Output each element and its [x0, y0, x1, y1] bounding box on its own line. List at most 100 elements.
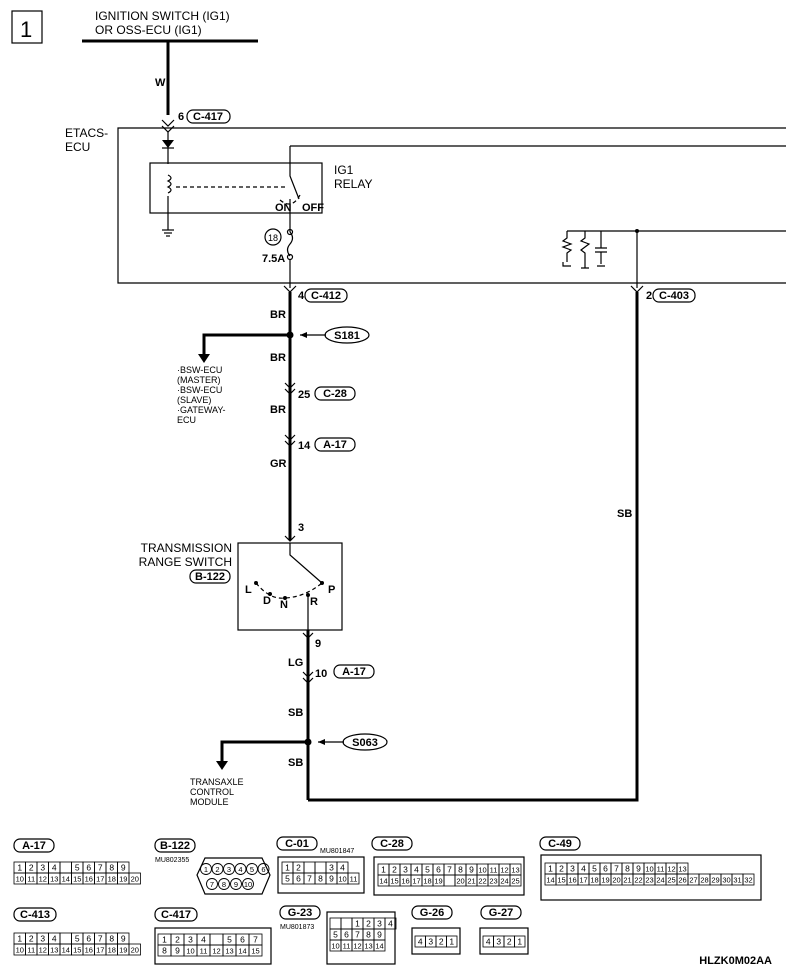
connector-pin-number: 6: [436, 865, 441, 875]
branch-bsw-4: (SLAVE): [177, 395, 211, 405]
conn-a17-bottom-label: A-17: [342, 666, 366, 678]
connector-pin-number: 4: [418, 937, 423, 947]
connector-pin-number: 21: [623, 876, 631, 885]
resistor-icon: [561, 231, 573, 262]
connector-pin-cell: [742, 873, 755, 886]
relay-off: OFF: [302, 202, 324, 214]
connector-pin-number: 20: [131, 946, 139, 955]
connector-pin-number: 18: [423, 877, 431, 886]
etacs-name-line1: ETACS-: [65, 126, 108, 140]
conn-c417-label: C-417: [193, 111, 223, 123]
connector-pin-number: 10: [186, 947, 194, 956]
switch-pos-r: R: [310, 596, 318, 608]
branch-wire-bsw: [202, 333, 290, 356]
connector-pin-number: 20: [456, 877, 464, 886]
connector-pin-number: 7: [98, 863, 103, 873]
connector-pin-number: 12: [39, 875, 47, 884]
connector-pin-number: 9: [175, 946, 180, 956]
pin-25: 25: [298, 389, 310, 401]
connector-pin-number: 28: [700, 876, 708, 885]
connector-pin-number: 5: [75, 934, 80, 944]
connector-pin-number: 3: [40, 863, 45, 873]
conn-a17-top-label: A-17: [323, 439, 347, 451]
connector-pin-number: 3: [188, 935, 193, 945]
branch-bsw-3: ·BSW-ECU: [177, 385, 222, 395]
switch-pos-n: N: [280, 599, 288, 611]
connector-pin-cell: [340, 917, 353, 930]
ref-b122-part: MU802355: [155, 857, 189, 864]
wire-color-sb-1: SB: [288, 707, 303, 719]
connector-pin-number: 6: [86, 934, 91, 944]
switch-pos-d: D: [263, 595, 271, 607]
connector-pin-number: 1: [17, 863, 22, 873]
connector-pin-cell: [59, 932, 72, 945]
connector-pin-number: 3: [227, 865, 231, 874]
ref-g23-label: G-23: [288, 907, 312, 919]
connector-pin-number: 11: [657, 865, 665, 874]
branch-tcm-1: TRANSAXLE: [190, 777, 244, 787]
connector-pin-number: 21: [467, 877, 475, 886]
connector-pin-number: 4: [238, 865, 242, 874]
connector-pin-number: 12: [212, 947, 220, 956]
connector-pin-number: 14: [62, 946, 70, 955]
resistor-icon-2: [579, 231, 591, 268]
ref-g27-label: G-27: [489, 907, 513, 919]
connector-pin-number: 7: [355, 930, 360, 940]
connector-arrow-c417: [161, 119, 175, 127]
connector-pin-number: 8: [109, 863, 114, 873]
connector-pin-circle: [242, 878, 254, 890]
connector-pin-number: 22: [478, 877, 486, 886]
connector-pin-number: 10: [16, 946, 24, 955]
etacs-name-line2: ECU: [65, 140, 90, 154]
diode-icon: [162, 140, 174, 148]
branch-bsw-2: (MASTER): [177, 375, 221, 385]
splice-s063-label: S063: [352, 737, 378, 749]
ig1-relay-box: [149, 162, 323, 214]
connector-pin-number: 7: [210, 880, 214, 889]
connector-pin-number: 9: [469, 865, 474, 875]
connector-pin-cell: [303, 861, 316, 874]
connector-pin-number: 18: [590, 876, 598, 885]
connector-pin-circle: [200, 863, 212, 875]
connector-pin-number: 16: [85, 875, 93, 884]
connector-pin-number: 4: [52, 934, 57, 944]
connector-pin-number: 1: [355, 919, 360, 929]
connector-pin-number: 6: [296, 874, 301, 884]
connector-pin-cell: [514, 935, 526, 948]
connector-pin-number: 14: [62, 875, 70, 884]
connector-arrow-c28: [284, 382, 296, 395]
connector-pin-number: 4: [52, 863, 57, 873]
ref-c49-label: C-49: [548, 838, 572, 850]
ref-b122-label: B-122: [160, 840, 190, 852]
connector-pin-number: 11: [27, 946, 35, 955]
connector-pin-cell: [59, 861, 72, 874]
connector-pin-number: 23: [489, 877, 497, 886]
connector-arrow-c417-2: [161, 125, 175, 133]
connector-pin-number: 10: [338, 875, 346, 884]
connector-pin-number: 26: [678, 876, 686, 885]
connector-pin-number: 9: [234, 880, 238, 889]
connector-pin-number: 5: [425, 865, 430, 875]
connector-pin-number: 24: [500, 877, 508, 886]
relay-name-line2: RELAY: [334, 177, 372, 191]
capacitor-icon: [595, 231, 607, 264]
wire-color-br-1: BR: [270, 309, 286, 321]
connector-pin-number: 5: [592, 864, 597, 874]
switch-pos-l: L: [245, 584, 252, 596]
wire-color-gr: GR: [270, 458, 287, 470]
connector-arrow-a17: [284, 434, 296, 447]
connector-pin-number: 11: [27, 875, 35, 884]
conn-c28-label: C-28: [323, 388, 347, 400]
connector-pin-number: 8: [109, 934, 114, 944]
connector-pin-circle: [234, 863, 247, 875]
connector-pin-number: 32: [744, 876, 752, 885]
connector-pin-number: 15: [251, 947, 259, 956]
connector-pin-number: 2: [392, 865, 397, 875]
connector-pin-cell: [384, 917, 397, 930]
